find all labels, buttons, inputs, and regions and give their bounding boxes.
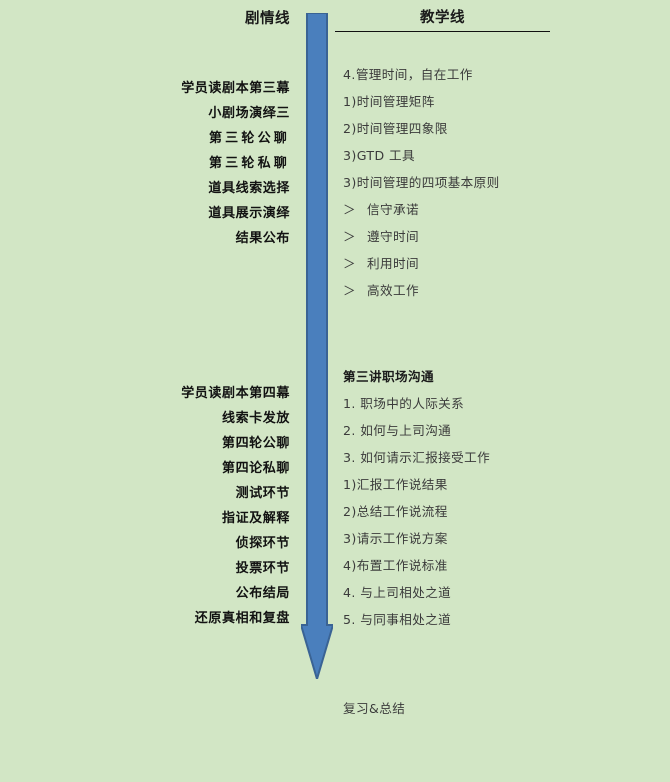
list-item: 3)请示工作说方案: [343, 531, 448, 546]
list-item: 道具线索选择: [208, 181, 290, 196]
list-item: 道具展示演绎: [208, 206, 290, 221]
list-item-label: 遵守时间: [367, 229, 419, 244]
list-item: 4. 与上司相处之道: [343, 585, 452, 600]
right-column-title: 教学线: [420, 10, 465, 26]
list-item: 1. 职场中的人际关系: [343, 396, 465, 411]
chevron-right-icon: ＞: [343, 256, 356, 271]
list-item: 2)总结工作说流程: [343, 504, 448, 519]
list-item: 测试环节: [235, 486, 290, 501]
list-item: 4.管理时间，自在工作: [343, 67, 473, 82]
list-item: 公布结局: [235, 586, 290, 601]
list-item: 5. 与同事相处之道: [343, 612, 452, 627]
list-item: 4)布置工作说标准: [343, 558, 448, 573]
list-item: 第三轮公聊: [208, 131, 290, 146]
list-item: 2)时间管理四象限: [343, 121, 448, 136]
downward-arrow-icon: [301, 13, 333, 679]
bullet-list-item: ＞ 利用时间: [343, 250, 643, 277]
list-item: 结果公布: [235, 231, 290, 246]
list-item-label: 高效工作: [367, 283, 419, 298]
right-column-title-rule: [335, 31, 550, 32]
chevron-right-icon: ＞: [343, 229, 356, 244]
list-item: 第四轮公聊: [221, 436, 290, 451]
list-item-label: 利用时间: [367, 256, 419, 271]
bullet-list-item: ＞ 遵守时间: [343, 223, 643, 250]
bullet-list-item: ＞ 信守承诺: [343, 196, 643, 223]
list-item: 侦探环节: [235, 536, 290, 551]
left-list-group-2: 学员读剧本第四幕 线索卡发放 第四轮公聊 第四论私聊 测试环节 指证及解释 侦探…: [0, 381, 290, 631]
list-item: 3. 如何请示汇报接受工作: [343, 450, 491, 465]
list-item-label: 信守承诺: [367, 202, 419, 217]
list-item: 小剧场演绎三: [208, 106, 290, 121]
list-item: 学员读剧本第三幕: [181, 81, 290, 96]
right-column-header-group: 教学线: [335, 6, 550, 32]
left-list-group-1: 学员读剧本第三幕 小剧场演绎三 第三轮公聊 第三轮私聊 道具线索选择 道具展示演…: [0, 76, 290, 251]
list-item: 3)GTD 工具: [343, 148, 416, 163]
right-list-group-2: 第三讲职场沟通 1. 职场中的人际关系 2. 如何与上司沟通 3. 如何请示汇报…: [343, 363, 643, 633]
right-list-group-1: 4.管理时间，自在工作 1)时间管理矩阵 2)时间管理四象限 3)GTD 工具 …: [343, 61, 643, 304]
list-item: 投票环节: [235, 561, 290, 576]
list-item: 1)时间管理矩阵: [343, 94, 435, 109]
section-heading: 第三讲职场沟通: [343, 369, 434, 384]
list-item: 学员读剧本第四幕: [181, 386, 290, 401]
list-item: 第四论私聊: [221, 461, 290, 476]
right-list-group-3: 复习&总结: [343, 695, 643, 722]
list-item: 2. 如何与上司沟通: [343, 423, 452, 438]
list-item: 1)汇报工作说结果: [343, 477, 448, 492]
list-item: 3)时间管理的四项基本原则: [343, 175, 500, 190]
chevron-right-icon: ＞: [343, 202, 356, 217]
list-item: 第三轮私聊: [208, 156, 290, 171]
list-item: 还原真相和复盘: [194, 611, 290, 626]
list-item: 指证及解释: [221, 511, 290, 526]
left-column-title: 剧情线: [245, 11, 290, 27]
list-item: 线索卡发放: [221, 411, 290, 426]
chevron-right-icon: ＞: [343, 283, 356, 298]
list-item: 复习&总结: [343, 701, 406, 716]
bullet-list-item: ＞ 高效工作: [343, 277, 643, 304]
